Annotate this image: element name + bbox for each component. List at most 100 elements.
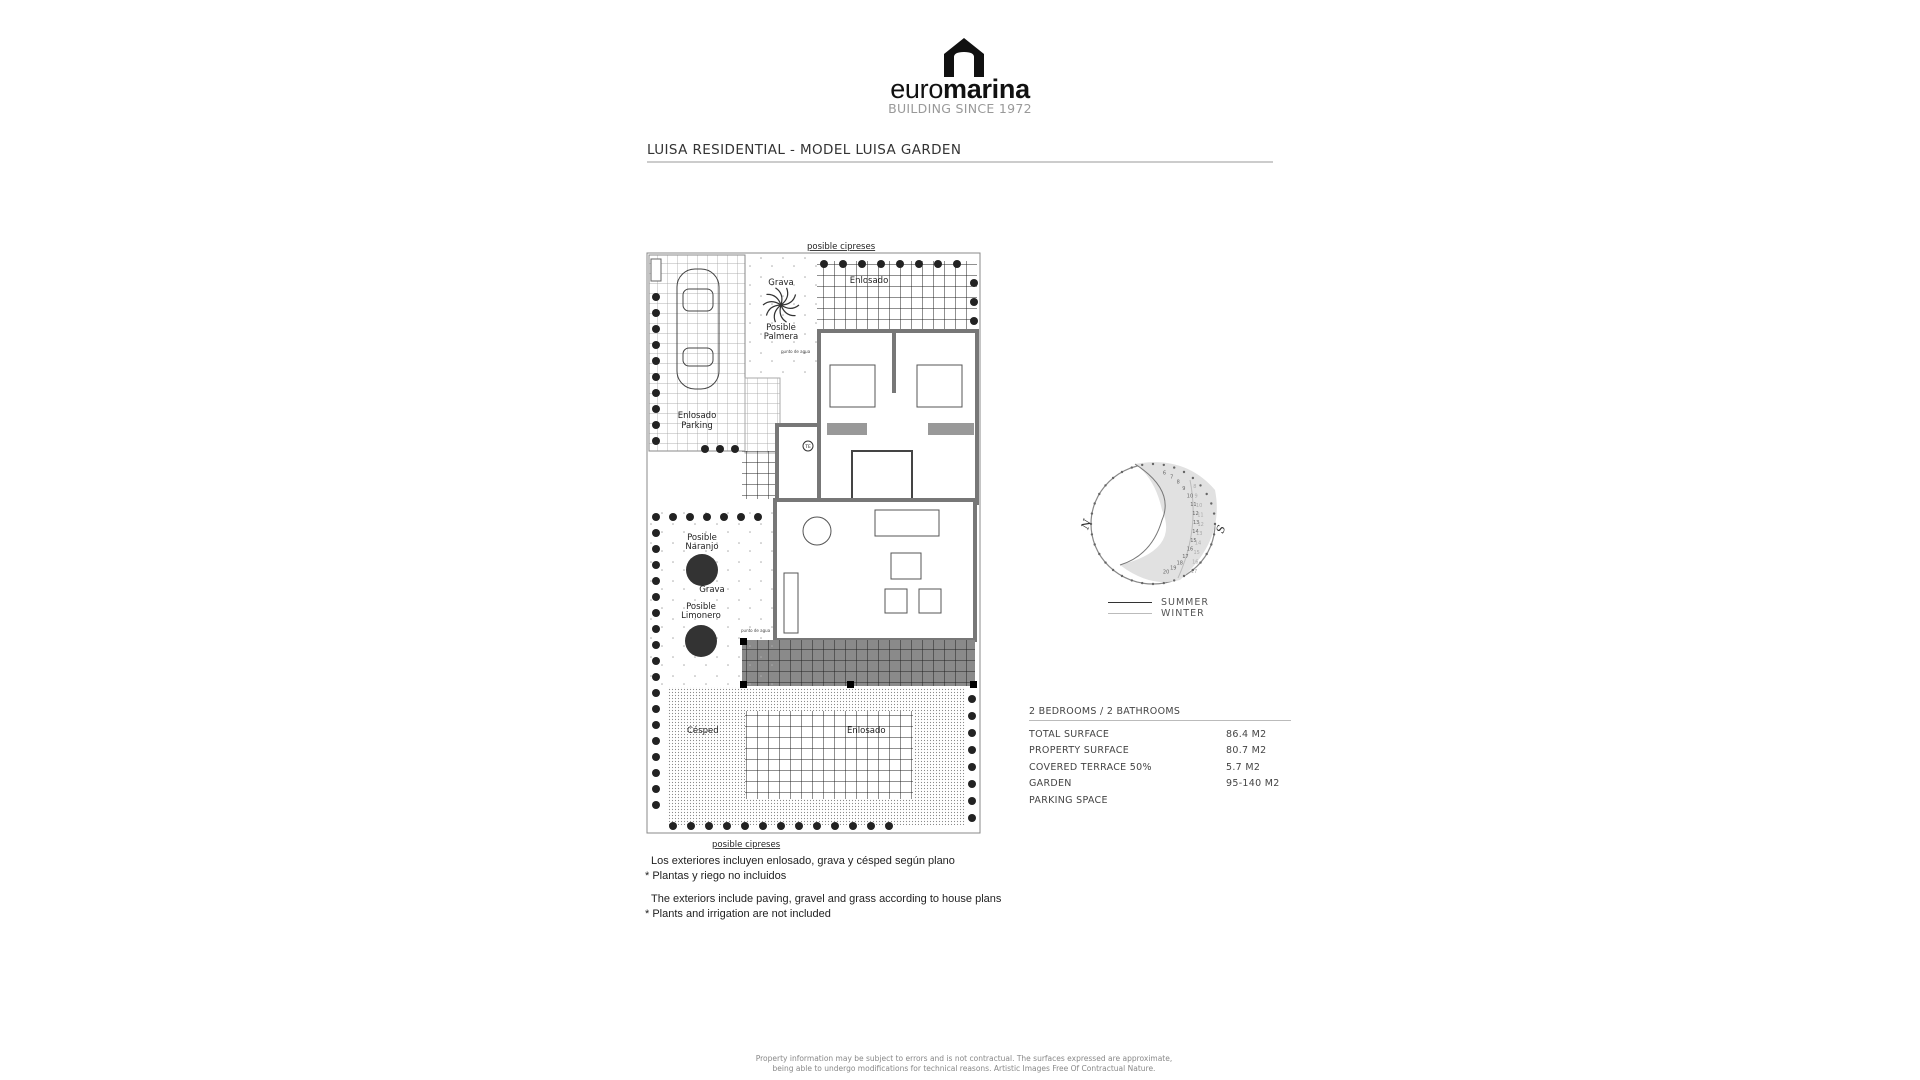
palm-frond — [780, 304, 800, 309]
cypress-icon — [652, 357, 660, 365]
cypress-icon — [652, 689, 660, 697]
ring-tick — [1191, 568, 1195, 572]
cypress-icon — [968, 695, 976, 703]
cypress-icon — [934, 260, 942, 268]
cypress-icon — [652, 673, 660, 681]
stat-row: PARKING SPACE — [1029, 794, 1108, 806]
palm-frond — [779, 304, 787, 323]
cypress-icon — [652, 325, 660, 333]
sun-legend: SUMMER WINTER — [1108, 597, 1209, 619]
ring-tick — [1162, 463, 1165, 467]
cypress-icon — [652, 389, 660, 397]
cypress-icon — [701, 445, 709, 453]
cypress-icon — [652, 609, 660, 617]
cypress-icon — [705, 822, 713, 830]
south-label: S — [1214, 523, 1229, 535]
cypress-icon — [968, 797, 976, 805]
ring-tick — [1213, 522, 1217, 526]
cypress-icon — [652, 801, 660, 809]
cypress-icon — [968, 712, 976, 720]
cypress-icon — [731, 445, 739, 453]
summer-hour-label: 17 — [1182, 554, 1188, 560]
ring-tick — [1199, 561, 1202, 564]
summer-hour-label: 10 — [1187, 494, 1193, 500]
legend-winter: WINTER — [1108, 608, 1209, 619]
label-water-point: punto de agua — [741, 628, 771, 633]
winter-hour-label: 9 — [1195, 493, 1198, 499]
cypress-icon — [741, 822, 749, 830]
note-en-1: The exteriors include paving, gravel and… — [651, 893, 1002, 905]
ring-tick — [1130, 579, 1133, 582]
exterior-notes: Los exteriores incluyen enlosado, grava … — [645, 854, 1001, 922]
summer-swatch — [1108, 602, 1152, 603]
cypress-icon — [652, 593, 660, 601]
palm-frond — [766, 293, 782, 306]
sun-path-compass: 6789101112131415161718192089101112131415… — [1080, 462, 1229, 586]
cypress-icon — [686, 513, 694, 521]
winter-hour-label: 17 — [1191, 569, 1197, 575]
cypress-icon — [795, 822, 803, 830]
title-divider — [647, 161, 1273, 163]
winter-hour-label: 12 — [1198, 522, 1204, 528]
cypress-icon — [652, 641, 660, 649]
cypress-icon — [652, 529, 660, 537]
note-es-2: * Plantas y riego no incluidos — [645, 870, 787, 882]
cypress-icon — [813, 822, 821, 830]
stats-header: 2 BEDROOMS / 2 BATHROOMS — [1029, 706, 1291, 721]
car-icon — [676, 268, 720, 390]
summer-hour-label: 9 — [1182, 486, 1185, 492]
summer-hour-label: 16 — [1187, 547, 1193, 553]
cypress-icon — [737, 513, 745, 521]
note-es-1: Los exteriores incluyen enlosado, grava … — [651, 855, 955, 867]
ring-tick — [1210, 543, 1213, 546]
cypress-icon — [652, 737, 660, 745]
cypress-icon — [968, 814, 976, 822]
summer-hour-label: 15 — [1190, 538, 1196, 544]
label-palm: Posible — [766, 323, 796, 333]
winter-hour-label: 8 — [1193, 484, 1196, 490]
ring-tick — [1212, 512, 1216, 515]
palm-frond — [780, 287, 789, 306]
label-water-heater: TE — [804, 444, 811, 450]
cypress-icon — [652, 753, 660, 761]
winter-hour-label: 15 — [1194, 550, 1200, 556]
ring-tick — [1191, 476, 1195, 480]
cypress-icon — [759, 822, 767, 830]
label-orange-2: Naranjo — [685, 542, 718, 552]
cypress-icon — [652, 437, 660, 445]
cypress-icon — [652, 561, 660, 569]
cypress-icon — [652, 721, 660, 729]
cypress-icon — [968, 763, 976, 771]
cypress-icon — [652, 577, 660, 585]
palm-frond — [773, 304, 782, 323]
winter-hour-label: 16 — [1192, 560, 1198, 566]
ring-tick — [1173, 466, 1176, 469]
ring-tick — [1182, 470, 1186, 474]
label-water-point-top: punto de agua — [781, 349, 811, 354]
orange-tree-icon — [686, 554, 718, 586]
ring-tick — [1205, 552, 1208, 556]
palm-icon — [762, 287, 800, 323]
cypress-icon — [652, 545, 660, 553]
cypress-icon — [754, 513, 762, 521]
plot-boundary — [646, 252, 981, 834]
palm-frond — [780, 294, 797, 306]
cypress-icon — [858, 260, 866, 268]
ring-tick — [1098, 492, 1101, 496]
cypress-icon — [652, 373, 660, 381]
cypress-icon — [885, 822, 893, 830]
cypress-icon — [849, 822, 857, 830]
cypress-icon — [652, 625, 660, 633]
cypress-icon — [877, 260, 885, 268]
ring-tick — [1090, 512, 1094, 515]
top-paving — [817, 261, 977, 331]
ring-tick — [1151, 462, 1155, 466]
cypress-icon — [970, 279, 978, 287]
ring-tick — [1104, 484, 1107, 487]
label-paving-bottom: Enlosado — [847, 726, 886, 736]
palm-frond — [775, 287, 783, 306]
summer-hour-label: 6 — [1163, 471, 1166, 477]
label-cypress-bottom: posible cipreses — [712, 840, 781, 850]
